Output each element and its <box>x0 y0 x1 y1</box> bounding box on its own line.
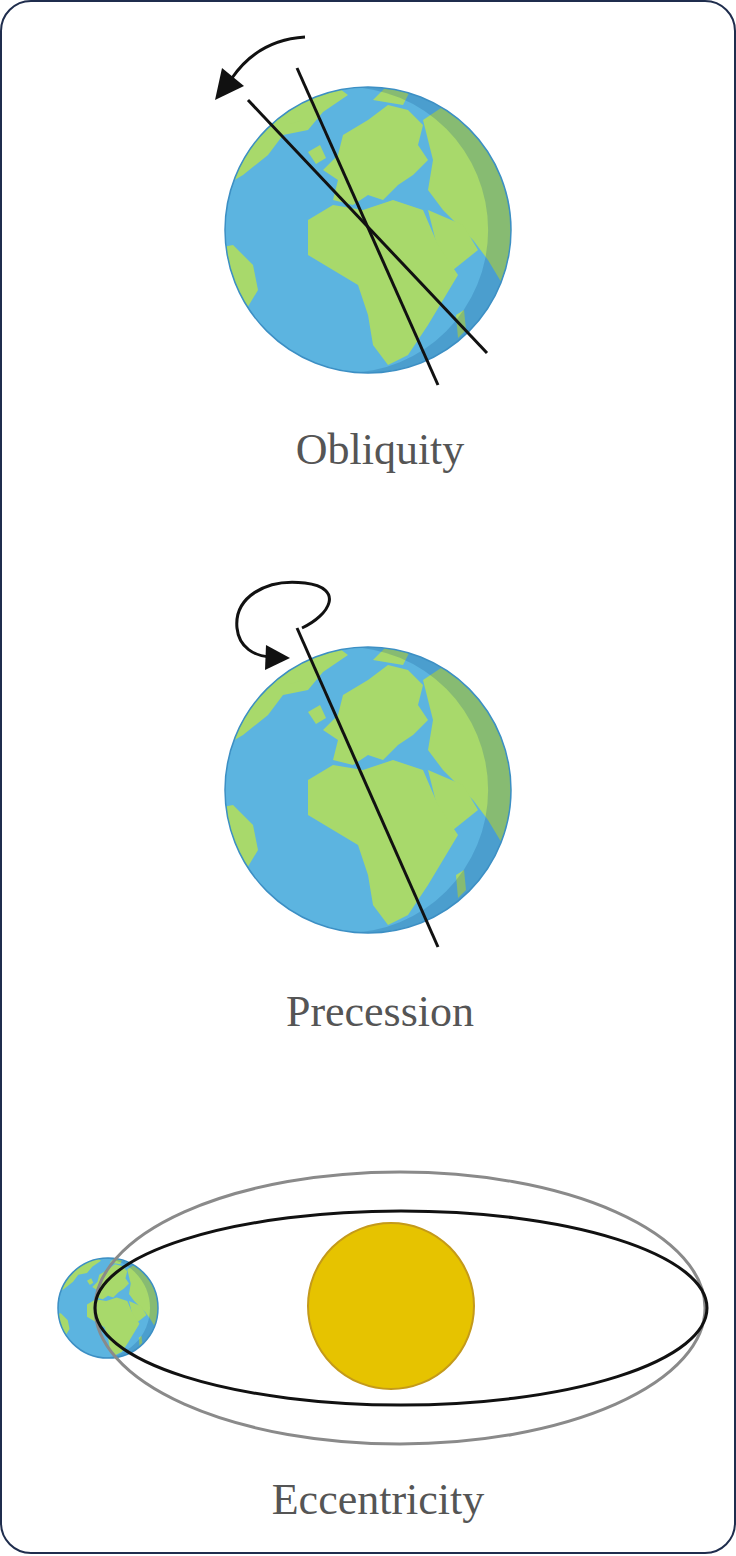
globe-rim <box>58 1258 158 1358</box>
globe-shading <box>202 87 511 373</box>
continent <box>208 805 258 910</box>
precession-arrow <box>237 582 330 657</box>
globe-shading <box>202 647 511 933</box>
label: Obliquity <box>296 426 465 474</box>
orbit-inner <box>95 1211 707 1405</box>
continent <box>308 145 326 164</box>
label: Precession <box>286 988 474 1036</box>
earth-globe <box>202 80 528 373</box>
earth-globe <box>202 640 528 933</box>
label: Eccentricity <box>272 1476 485 1524</box>
rotation-axis <box>248 100 487 353</box>
continent <box>52 1313 69 1350</box>
continent <box>308 705 326 724</box>
tilt-arrow <box>232 37 305 78</box>
continent <box>308 200 458 365</box>
arrowhead <box>265 645 290 670</box>
sun <box>308 1223 474 1389</box>
continent <box>323 665 428 765</box>
continent <box>323 105 428 205</box>
arrowhead <box>215 68 244 100</box>
rotation-axis <box>297 628 438 947</box>
continent <box>308 760 458 925</box>
continent <box>208 245 258 350</box>
orbit-outer <box>95 1172 705 1444</box>
continent <box>87 1278 93 1285</box>
